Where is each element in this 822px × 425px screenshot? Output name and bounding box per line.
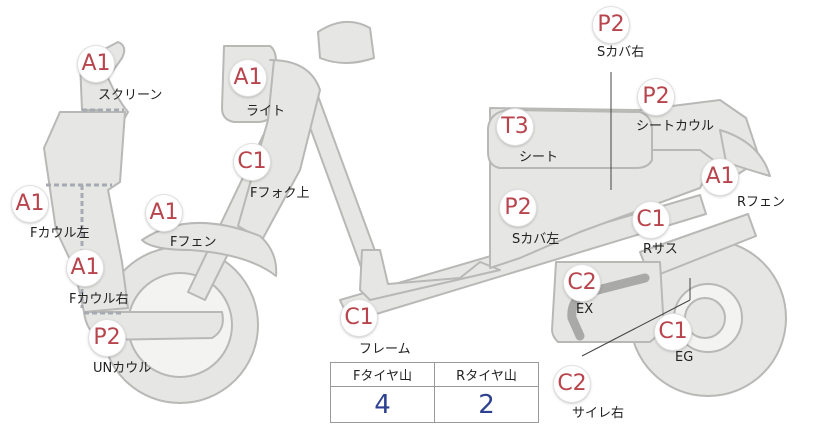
grade-badge: P2	[638, 79, 674, 115]
front-fender	[141, 222, 278, 277]
part-label: UNカウル	[93, 361, 152, 376]
part-label: シート	[519, 150, 559, 165]
part-label: Fフォク上	[250, 186, 310, 201]
grade-badge: A1	[12, 186, 48, 222]
part-label: Fカウル右	[69, 292, 129, 307]
part-label: EG	[675, 350, 694, 365]
grade-badge: A1	[702, 159, 738, 195]
handlebar	[317, 21, 375, 64]
part-label: フレーム	[359, 342, 411, 357]
grade-badge: T3	[497, 109, 533, 145]
part-label: Rサス	[643, 242, 678, 257]
part-label: スクリーン	[98, 88, 163, 103]
grade-badge: P2	[593, 7, 629, 43]
rear-tire-header: Rタイヤ山	[434, 362, 539, 387]
grade-badge: C1	[633, 202, 669, 238]
part-label: シートカウル	[636, 119, 715, 134]
grade-badge: A1	[230, 60, 266, 96]
grade-badge: C1	[341, 300, 377, 336]
part-label: Fフェン	[170, 235, 217, 250]
grade-badge: A1	[67, 250, 103, 286]
front-tire-header: Fタイヤ山	[330, 362, 435, 387]
grade-badge: C1	[234, 144, 270, 180]
leader-silencer-right-2	[581, 299, 691, 357]
part-label: Sカバ左	[512, 232, 560, 247]
part-label: Sカバ右	[597, 45, 645, 60]
grade-badge: A1	[78, 46, 114, 82]
engine-cover	[684, 297, 726, 339]
grade-badge: C2	[554, 366, 590, 402]
front-cowl-panel	[43, 111, 129, 313]
floorboard	[359, 249, 501, 301]
part-label: サイレ右	[572, 406, 625, 421]
tire-tread-table: Fタイヤ山 Rタイヤ山 4 2	[330, 362, 539, 423]
front-tire-value: 4	[330, 386, 435, 423]
grade-badge: A1	[146, 195, 182, 231]
part-label: Rフェン	[737, 195, 786, 210]
grade-badge: P2	[500, 190, 536, 226]
grade-badge: C1	[655, 314, 691, 350]
grade-badge: C2	[564, 265, 600, 301]
part-label: Fカウル左	[30, 226, 90, 241]
front-cowl	[237, 59, 321, 241]
rear-tire-value: 2	[434, 386, 539, 423]
grade-badge: P2	[89, 320, 125, 356]
part-label: EX	[576, 302, 594, 317]
part-label: ライト	[246, 104, 286, 119]
